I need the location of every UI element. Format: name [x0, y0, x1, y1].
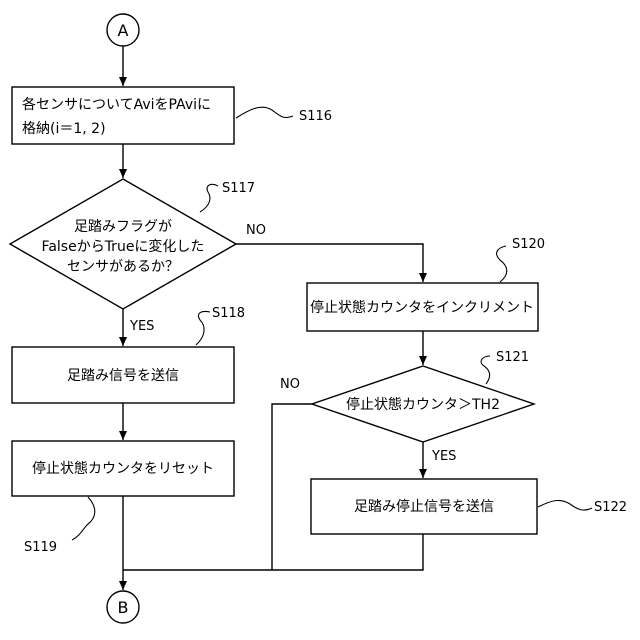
step-s117-no-label: NO [246, 223, 266, 238]
step-s119-id: S119 [24, 540, 57, 555]
step-s121-diamond: 停止状態カウンタ＞TH2 [312, 366, 534, 442]
step-s116-leader [236, 107, 293, 118]
step-s121-text: 停止状態カウンタ＞TH2 [346, 396, 500, 413]
flow-line-s122-to-merge [123, 534, 423, 570]
step-s121-no-label: NO [280, 377, 300, 392]
step-s118-id: S118 [212, 306, 245, 321]
step-s120-text: 停止状態カウンタをインクリメント [310, 299, 534, 316]
step-s117-yes-label: YES [129, 319, 154, 334]
step-s117-id: S117 [222, 181, 255, 196]
step-s122-box: 足踏み停止信号を送信 [311, 479, 537, 534]
step-s118-leader [196, 311, 210, 345]
step-s118-text: 足踏み信号を送信 [67, 368, 179, 384]
step-s117-text-line2: FalseからTrueに変化した [42, 238, 205, 255]
step-s118-box: 足踏み信号を送信 [12, 347, 234, 403]
step-s120-id: S120 [512, 237, 545, 252]
step-s120-leader [497, 246, 507, 282]
step-s121-leader [481, 356, 490, 384]
step-s120-box: 停止状態カウンタをインクリメント [307, 283, 538, 331]
step-s117-text-line3: センサがあるか？ [67, 259, 179, 275]
step-s117-leader [200, 184, 218, 212]
step-s119-leader [72, 497, 95, 540]
step-s119-text: 停止状態カウンタをリセット [32, 460, 214, 477]
step-s116-text-line1: 各センサについてAviをPAviに [22, 97, 211, 113]
flow-line-s117-no-to-s120 [236, 244, 423, 282]
connector-b-label: B [118, 598, 129, 617]
step-s122-leader [538, 500, 592, 510]
step-s117-text-line1: 足踏みフラグが [74, 219, 172, 235]
connector-a: A [107, 14, 139, 46]
step-s116-id: S116 [299, 109, 332, 124]
step-s121-yes-label: YES [431, 449, 456, 464]
flow-line-s121-no [272, 404, 312, 570]
step-s122-id: S122 [594, 500, 627, 515]
step-s116-text-line2: 格納(i＝1, 2) [22, 121, 106, 137]
step-s117-diamond: 足踏みフラグが FalseからTrueに変化した センサがあるか？ [10, 179, 236, 309]
connector-b: B [107, 591, 139, 623]
step-s119-box: 停止状態カウンタをリセット [12, 441, 234, 496]
step-s121-id: S121 [496, 350, 529, 365]
step-s122-text: 足踏み停止信号を送信 [354, 498, 494, 515]
connector-a-label: A [118, 21, 129, 40]
step-s116-box: 各センサについてAviをPAviに 格納(i＝1, 2) [12, 87, 234, 144]
